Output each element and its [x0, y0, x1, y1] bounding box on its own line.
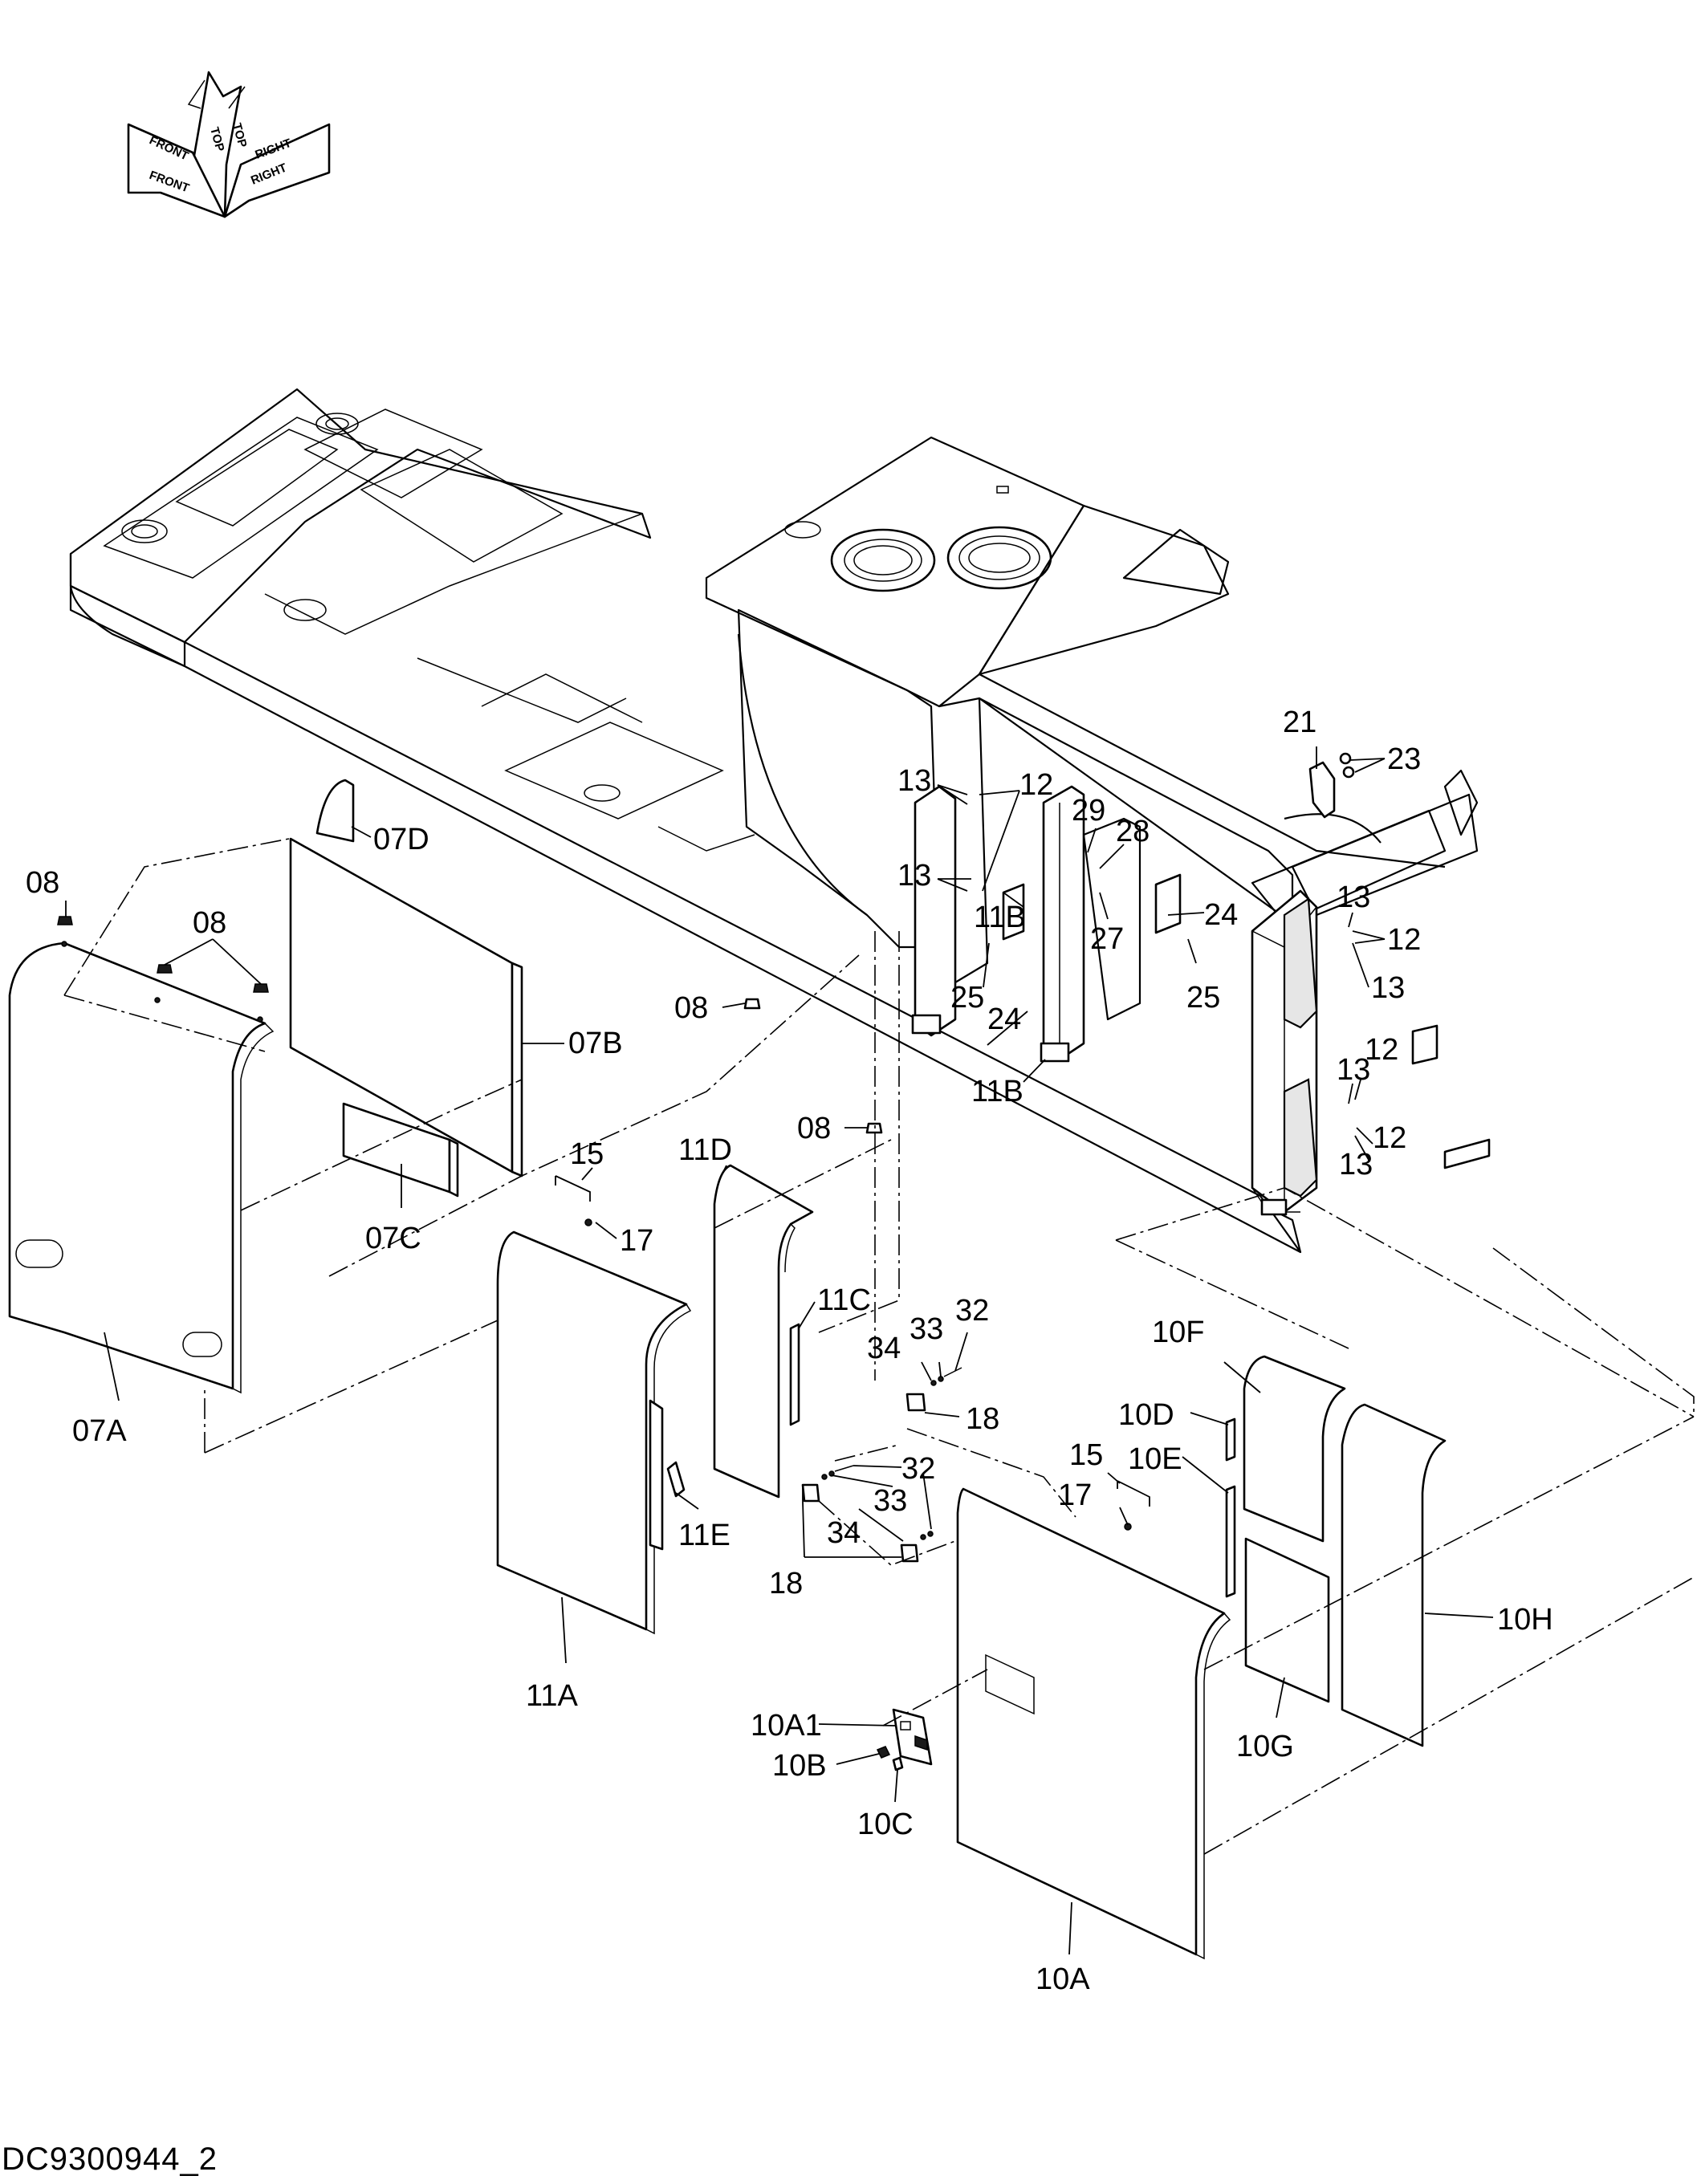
callout-32-b: 32: [901, 1452, 935, 1486]
main-frame-assembly: [69, 388, 1479, 1254]
panel-11a: [496, 1230, 692, 1635]
callout-12-a: 12: [1019, 768, 1053, 802]
panel-10a: [956, 1487, 1231, 1960]
panel-07c: [342, 1102, 459, 1198]
callout-33-b: 33: [873, 1484, 907, 1518]
key-10b: [876, 1746, 891, 1759]
orientation-top-right: TOP: [230, 122, 249, 149]
callout-10g: 10G: [1236, 1730, 1294, 1763]
hinge-plate-21: [1308, 752, 1355, 819]
panel-07d: [315, 779, 355, 843]
callout-11c: 11C: [817, 1283, 871, 1317]
callout-27: 27: [1090, 922, 1124, 956]
callout-13-d: 13: [1371, 971, 1405, 1005]
callout-10e: 10E: [1128, 1442, 1182, 1476]
callout-25-a: 25: [950, 981, 984, 1015]
handle-15-left: [555, 1175, 592, 1226]
callout-18-a: 18: [966, 1402, 999, 1436]
callout-11b-a: 11B: [974, 901, 1026, 934]
latch-11e: [666, 1461, 686, 1498]
strip-10d: [1225, 1417, 1236, 1462]
small-right-pieces: [1002, 873, 1491, 1169]
callout-13-f: 13: [1339, 1148, 1373, 1181]
lock-10a1: [892, 1708, 933, 1766]
callout-17-a: 17: [620, 1224, 653, 1258]
callout-08-c: 08: [674, 991, 708, 1025]
callout-07a: 07A: [72, 1414, 127, 1448]
bolts-08: [57, 916, 883, 1134]
callout-10h: 10H: [1497, 1603, 1553, 1637]
callout-12-b: 12: [1387, 923, 1421, 957]
callout-15-b: 15: [1069, 1438, 1103, 1472]
callout-17-b: 17: [1058, 1478, 1092, 1512]
callout-18-b: 18: [769, 1567, 803, 1600]
strip-10e: [1225, 1485, 1236, 1598]
panel-10f: [1243, 1355, 1346, 1543]
callout-28: 28: [1116, 815, 1150, 848]
callout-32-a: 32: [955, 1294, 989, 1328]
callout-11e: 11E: [678, 1519, 730, 1552]
callout-13-b: 13: [897, 859, 931, 893]
callout-25-b: 25: [1186, 981, 1220, 1015]
diagram-id-label: DC9300944_2: [2, 2141, 218, 2177]
callout-10f: 10F: [1152, 1316, 1204, 1349]
callouts: 21 23 13 12 13 29 28 24 11B 27 25 25 24 …: [26, 706, 1553, 1996]
callout-07d: 07D: [373, 823, 429, 856]
callout-11b-b: 11B: [971, 1075, 1023, 1108]
callout-08-b: 08: [193, 906, 226, 940]
orientation-arrows-icon: FRONT FRONT TOP TOP RIGHT RIGHT: [127, 71, 331, 218]
callout-24-b: 24: [987, 1003, 1021, 1036]
callout-08-d: 08: [797, 1112, 831, 1145]
strip-11c: [789, 1323, 800, 1426]
clip-10c: [892, 1756, 904, 1771]
callout-11a: 11A: [526, 1679, 578, 1713]
callout-15-a: 15: [570, 1137, 604, 1171]
callout-21: 21: [1283, 706, 1316, 739]
callout-24-a: 24: [1204, 898, 1238, 932]
panel-10g: [1244, 1537, 1330, 1703]
panel-11d: [713, 1164, 814, 1499]
callout-10b: 10B: [772, 1749, 827, 1783]
callout-10a1: 10A1: [751, 1709, 822, 1743]
callout-07b: 07B: [568, 1027, 623, 1060]
callout-11d: 11D: [678, 1133, 732, 1167]
leader-lines: [65, 746, 1494, 1955]
callout-13-a: 13: [897, 764, 931, 798]
callout-10d: 10D: [1118, 1398, 1174, 1432]
callout-08-a: 08: [26, 866, 59, 900]
callout-10a: 10A: [1036, 1962, 1090, 1996]
callout-12-c: 12: [1365, 1033, 1398, 1067]
callout-12-d: 12: [1373, 1121, 1406, 1155]
callout-23: 23: [1387, 742, 1421, 776]
callout-29: 29: [1072, 794, 1105, 828]
callout-33-a: 33: [910, 1312, 943, 1346]
handle-15-right: [1117, 1480, 1150, 1531]
panel-10h: [1341, 1403, 1447, 1747]
callout-34-b: 34: [827, 1516, 861, 1550]
assembly-dashed-lines: [63, 838, 1695, 1855]
hardware-group-upper: [905, 1367, 962, 1412]
callout-07c: 07C: [365, 1222, 421, 1255]
callout-10c: 10C: [857, 1808, 914, 1841]
callout-13-c: 13: [1337, 881, 1370, 914]
callout-13-e: 13: [1337, 1053, 1370, 1087]
callout-34-a: 34: [867, 1332, 901, 1365]
panel-07a: [8, 941, 275, 1394]
